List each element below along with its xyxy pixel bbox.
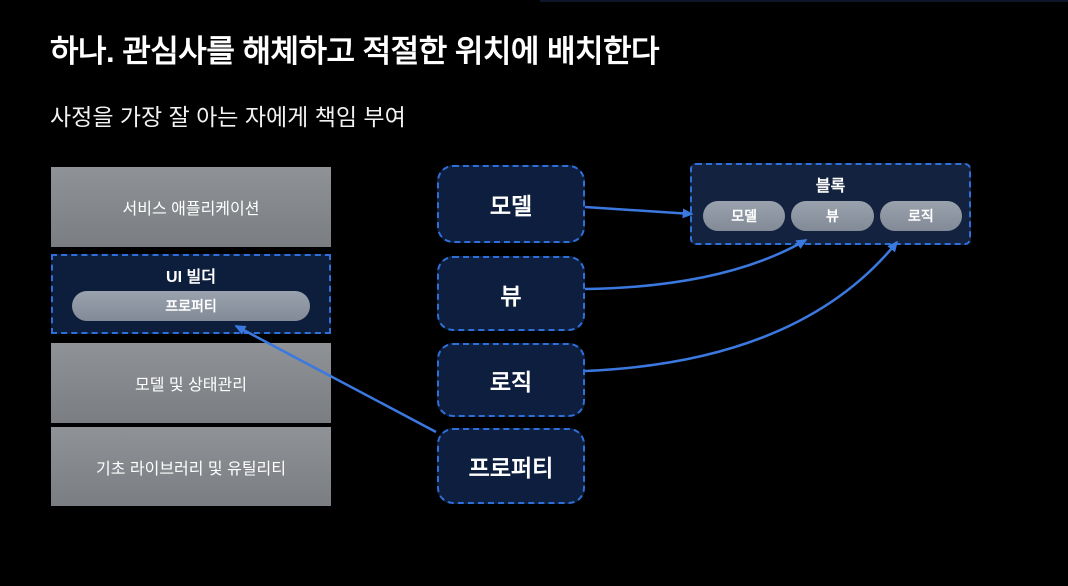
concern-node-label: 뷰	[500, 282, 522, 309]
stack-box-base-libraries: 기초 라이브러리 및 유틸리티	[51, 427, 331, 506]
arrow-view-to-block-view	[584, 238, 808, 291]
stack-box-model-state: 모델 및 상태관리	[51, 343, 331, 423]
top-edge-artifact	[540, 0, 1068, 2]
concern-node-view: 뷰	[437, 256, 585, 331]
block-chips-row: 모델 뷰 로직	[703, 201, 962, 231]
slide-title: 하나. 관심사를 해체하고 적절한 위치에 배치한다	[50, 34, 660, 69]
block-title: 블록	[815, 178, 846, 195]
block-chip-label: 모델	[731, 208, 758, 224]
ui-builder-label: UI 빌더	[166, 269, 216, 286]
arrow-logic-to-block-logic	[584, 240, 899, 373]
stack-box-label: 모델 및 상태관리	[135, 377, 247, 394]
stack-box-label: 기초 라이브러리 및 유틸리티	[96, 460, 286, 478]
arrow-model-to-block-model	[584, 205, 694, 219]
stack-box-service-application: 서비스 애플리케이션	[51, 167, 331, 247]
concern-node-label: 로직	[489, 369, 533, 395]
ui-builder-property-chip: 프로퍼티	[72, 291, 310, 321]
concern-node-model: 모델	[437, 165, 585, 243]
stack-box-label: 서비스 애플리케이션	[122, 201, 260, 218]
block-chip-view: 뷰	[791, 201, 874, 231]
block-chip-model: 모델	[703, 201, 786, 231]
slide-subtitle: 사정을 가장 잘 아는 자에게 책임 부여	[50, 104, 406, 130]
concern-node-logic: 로직	[437, 343, 585, 417]
block-chip-logic: 로직	[879, 201, 962, 231]
concern-node-label: 프로퍼티	[468, 455, 554, 481]
block-chip-label: 뷰	[826, 208, 839, 224]
block-group: 블록 모델 뷰 로직	[690, 163, 971, 245]
stack-box-ui-builder: UI 빌더 프로퍼티	[51, 254, 331, 334]
concern-node-property: 프로퍼티	[437, 428, 585, 504]
ui-builder-property-label: 프로퍼티	[165, 298, 217, 314]
concern-node-label: 모델	[489, 193, 533, 219]
block-chip-label: 로직	[907, 208, 934, 224]
